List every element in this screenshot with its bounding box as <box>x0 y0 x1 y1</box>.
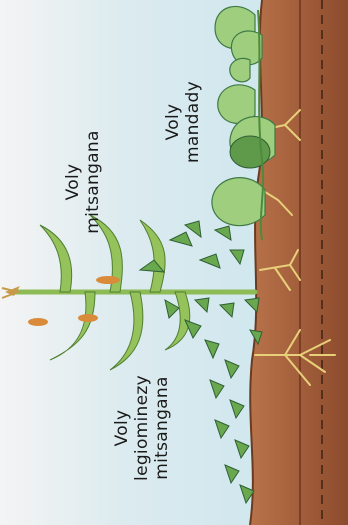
label-beans-line2: legiominezy <box>132 353 152 503</box>
squash-fruit <box>230 136 270 168</box>
label-maize-line1: Voly <box>63 117 83 247</box>
label-squash-line2: mandady <box>183 57 203 187</box>
label-squash-line1: Voly <box>163 57 183 187</box>
label-maize-line2: mitsangana <box>83 117 103 247</box>
label-maize: Voly mitsangana <box>63 117 107 247</box>
label-beans-line1: Voly <box>112 353 132 503</box>
label-beans: Voly legiominezy mitsangana <box>112 353 178 503</box>
label-squash: Voly mandady <box>163 57 207 187</box>
label-beans-line3: mitsangana <box>152 353 172 503</box>
